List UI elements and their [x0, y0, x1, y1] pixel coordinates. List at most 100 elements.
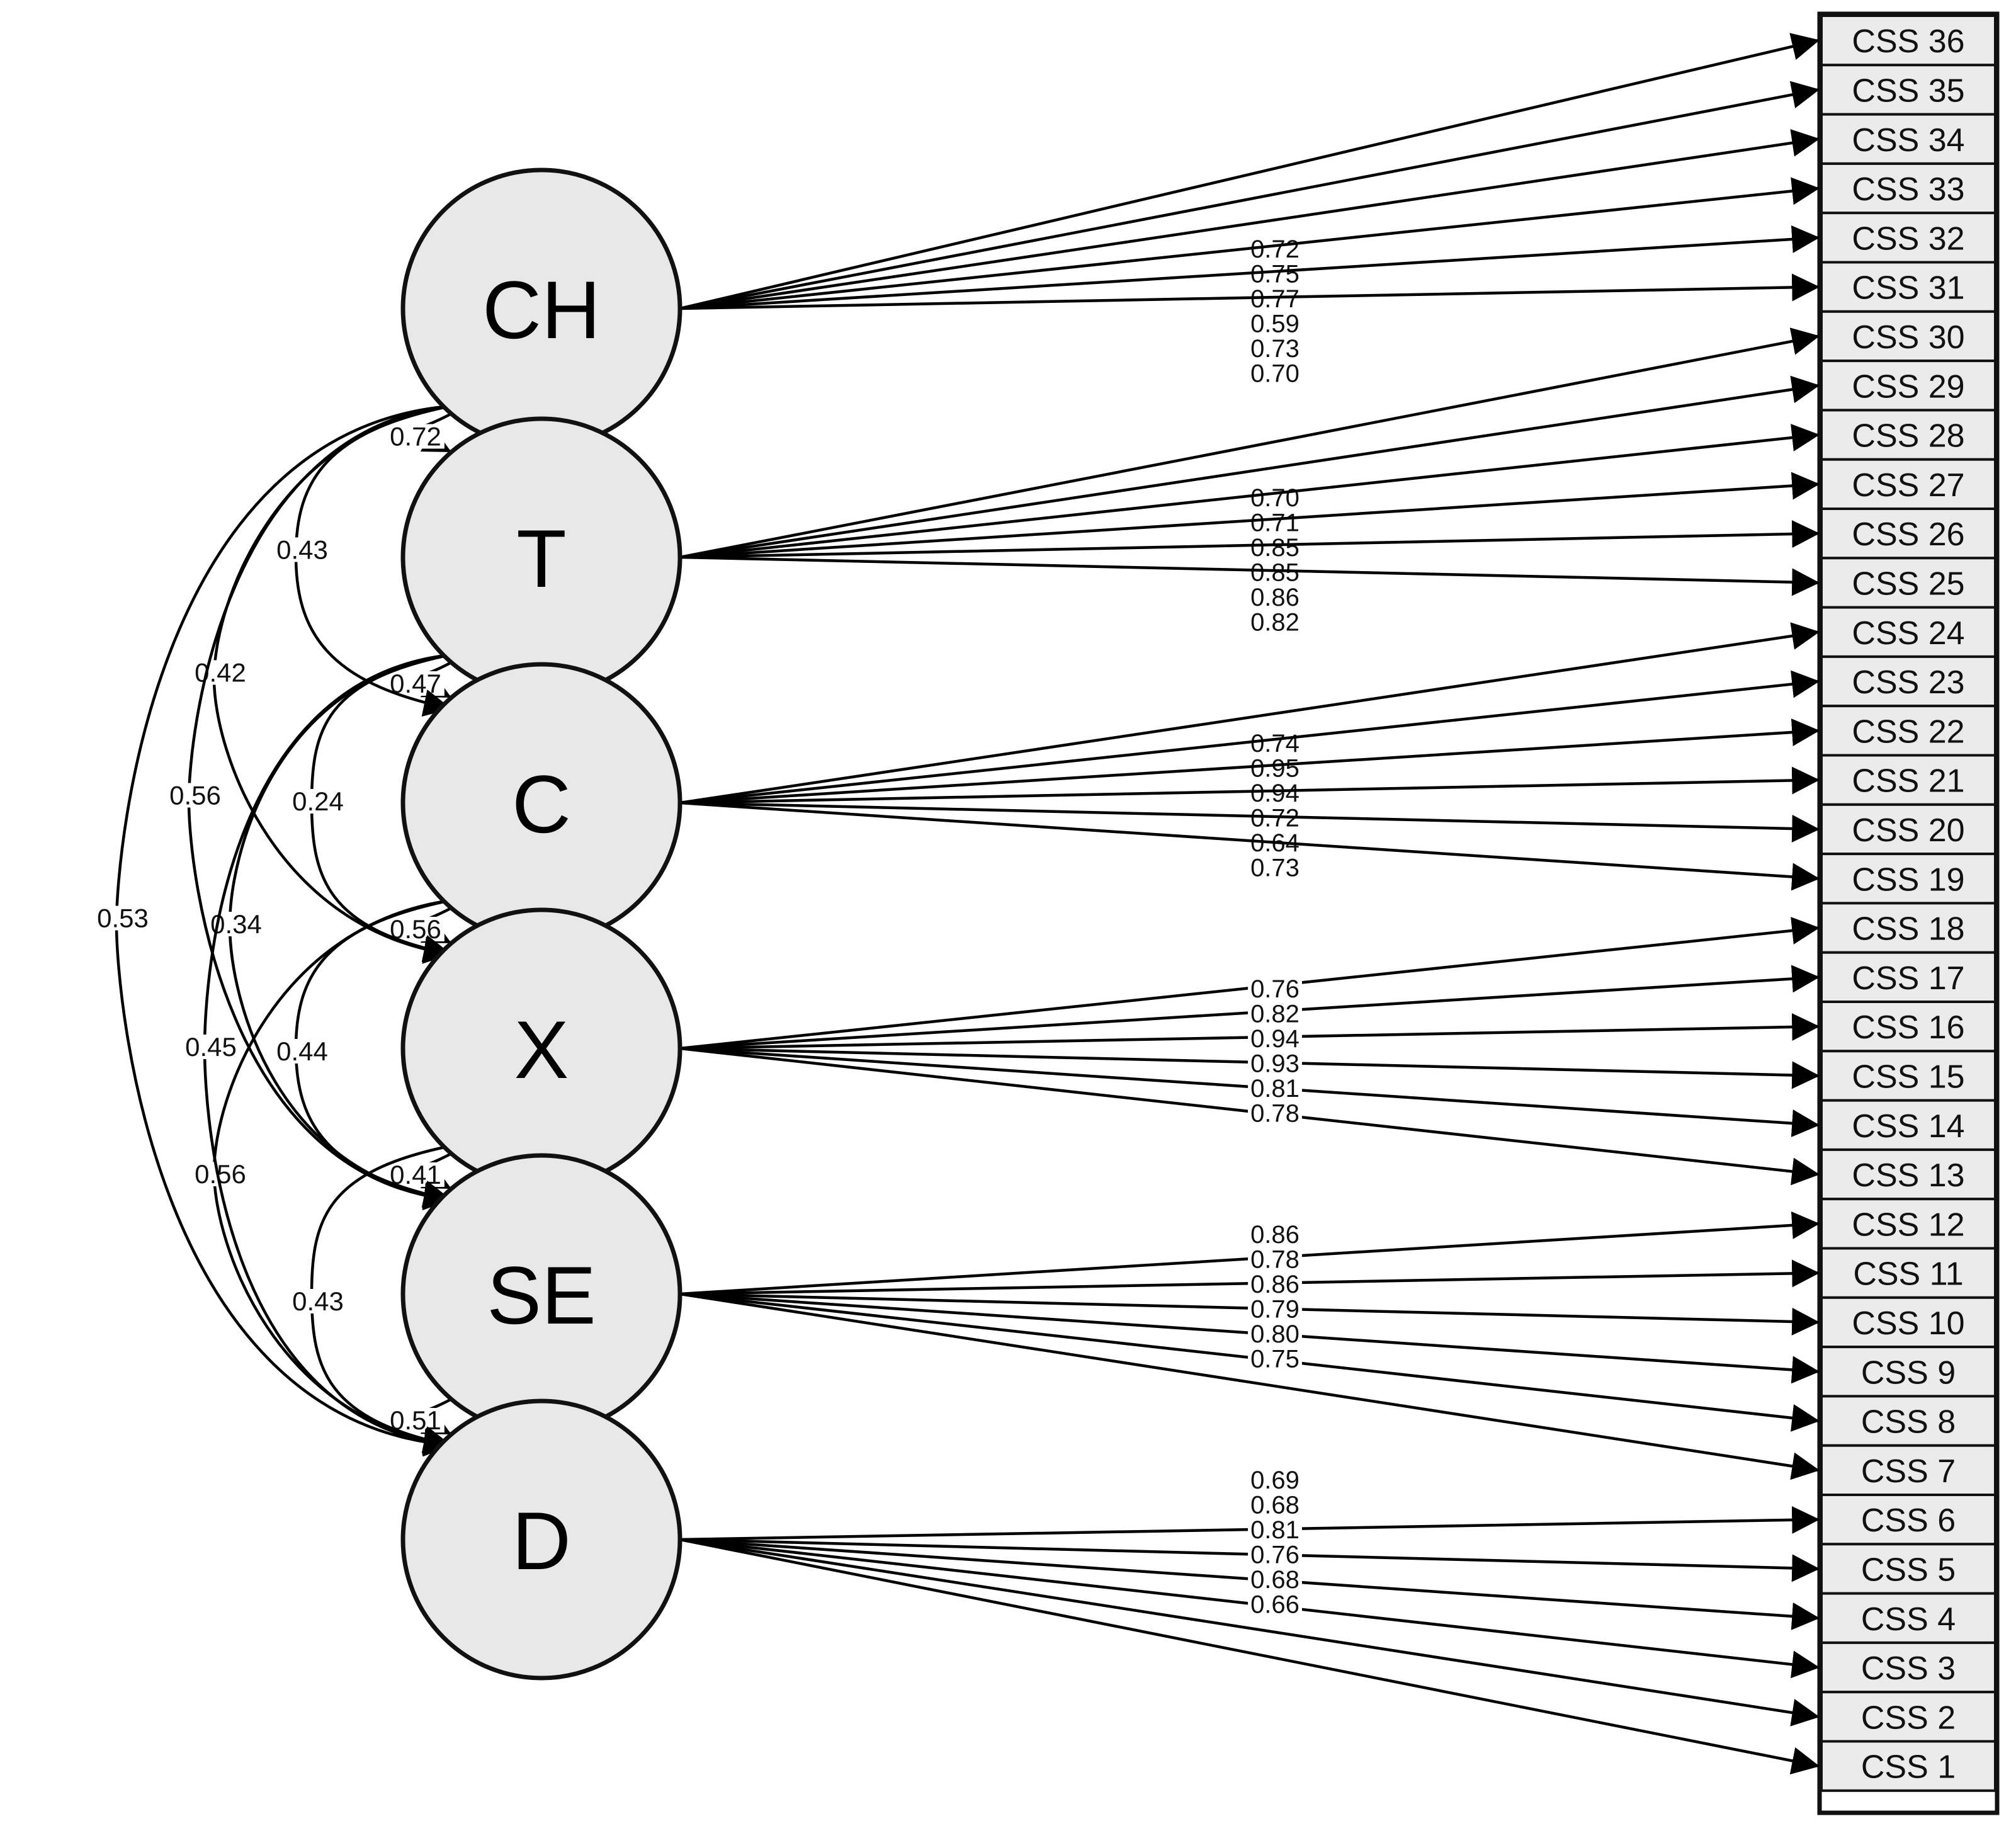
correlation-arcs: 0.720.470.560.410.510.430.240.440.430.42… — [94, 387, 480, 1457]
loading-ch-css-34: 0.77 — [679, 129, 1820, 313]
loading-d-css-2: 0.68 — [679, 1538, 1820, 1727]
factor-label: SE — [487, 1249, 596, 1341]
indicator-box — [1820, 1346, 1996, 1398]
indicator-css-23: CSS 23 — [1820, 655, 1996, 708]
loading-d-css-1: 0.66 — [679, 1538, 1820, 1775]
loading-x-css-16: 0.94 — [679, 1013, 1820, 1053]
indicator-css-4: CSS 4 — [1820, 1592, 1996, 1644]
indicator-label: CSS 16 — [1852, 1009, 1964, 1046]
indicator-css-8: CSS 8 — [1820, 1395, 1996, 1447]
loading-value: 0.94 — [1250, 780, 1300, 807]
indicator-box — [1820, 1001, 1996, 1053]
loading-se-css-7: 0.75 — [679, 1292, 1820, 1480]
indicator-label: CSS 35 — [1852, 72, 1964, 109]
indicator-box — [1820, 902, 1996, 954]
indicator-label: CSS 30 — [1852, 319, 1964, 356]
indicator-label: CSS 34 — [1852, 122, 1964, 159]
indicator-label: CSS 36 — [1852, 23, 1964, 60]
correlation-ch-se: 0.56 — [166, 389, 479, 1211]
indicator-css-29: CSS 29 — [1820, 360, 1996, 412]
loading-t-css-26: 0.86 — [679, 520, 1820, 611]
indicator-label: CSS 4 — [1861, 1601, 1956, 1638]
loading-arrow — [679, 555, 1820, 596]
loading-t-css-25: 0.82 — [679, 555, 1820, 637]
indicator-css-25: CSS 25 — [1820, 557, 1996, 609]
indicator-label: CSS 20 — [1852, 812, 1964, 849]
loading-value: 0.93 — [1250, 1050, 1300, 1078]
loading-arrow — [679, 670, 1820, 805]
loading-value: 0.94 — [1250, 1025, 1300, 1053]
loading-value: 0.86 — [1250, 1221, 1300, 1249]
correlation-value: 0.72 — [390, 422, 441, 451]
correlation-value: 0.42 — [195, 658, 246, 688]
loading-value: 0.68 — [1250, 1492, 1300, 1519]
loading-x-css-15: 0.93 — [679, 1047, 1820, 1089]
loading-arrow — [679, 327, 1820, 559]
loading-ch-css-35: 0.75 — [679, 81, 1820, 310]
loading-value: 0.86 — [1250, 1271, 1300, 1298]
loading-value: 0.72 — [1250, 235, 1300, 263]
indicator-label: CSS 27 — [1852, 467, 1964, 504]
factor-ch: CH — [400, 167, 682, 450]
loading-ch-css-33: 0.59 — [679, 177, 1820, 338]
indicator-label: CSS 21 — [1852, 763, 1964, 800]
loading-value: 0.59 — [1250, 310, 1300, 338]
loading-arrow — [679, 177, 1820, 310]
loading-value: 0.73 — [1250, 335, 1300, 363]
indicator-css-22: CSS 22 — [1820, 705, 1996, 757]
indicator-label: CSS 10 — [1852, 1305, 1964, 1342]
loading-arrow — [679, 766, 1820, 805]
loading-c-css-22: 0.94 — [679, 718, 1820, 807]
loading-value: 0.73 — [1250, 854, 1300, 882]
indicator-css-15: CSS 15 — [1820, 1050, 1996, 1102]
indicator-label: CSS 23 — [1852, 664, 1964, 701]
indicator-label: CSS 22 — [1852, 713, 1964, 750]
loading-arrow — [679, 33, 1820, 310]
loading-arrow — [679, 622, 1820, 805]
indicator-label: CSS 25 — [1852, 565, 1964, 602]
loading-ch-css-31: 0.70 — [679, 273, 1820, 388]
indicator-label: CSS 24 — [1852, 615, 1964, 652]
indicator-css-26: CSS 26 — [1820, 508, 1996, 560]
indicator-css-7: CSS 7 — [1820, 1444, 1996, 1496]
loading-arrow — [679, 375, 1820, 559]
loading-value: 0.77 — [1250, 285, 1300, 313]
correlation-value: 0.24 — [292, 786, 344, 816]
loading-value: 0.68 — [1250, 1566, 1300, 1594]
correlation-value: 0.56 — [169, 781, 221, 810]
indicator-css-19: CSS 19 — [1820, 853, 1996, 905]
factor-label: CH — [482, 264, 601, 356]
indicator-box — [1820, 951, 1996, 1003]
indicator-label: CSS 33 — [1852, 171, 1964, 208]
indicator-css-2: CSS 2 — [1820, 1691, 1996, 1743]
indicator-box — [1820, 1494, 1996, 1546]
loading-value: 0.85 — [1250, 534, 1300, 562]
loading-value: 0.69 — [1250, 1466, 1300, 1494]
indicator-label: CSS 18 — [1852, 911, 1964, 948]
loading-value: 0.95 — [1250, 755, 1300, 783]
indicator-css-31: CSS 31 — [1820, 261, 1996, 313]
loading-x-css-17: 0.82 — [679, 965, 1820, 1050]
correlation-value: 0.43 — [276, 535, 328, 565]
indicator-css-6: CSS 6 — [1820, 1494, 1996, 1546]
indicator-box — [1820, 1099, 1996, 1151]
indicator-label: CSS 26 — [1852, 516, 1964, 553]
indicator-css-12: CSS 12 — [1820, 1198, 1996, 1250]
factor-label: D — [512, 1495, 571, 1587]
loading-value: 0.70 — [1250, 484, 1300, 512]
loading-arrow — [679, 1538, 1820, 1775]
loading-value: 0.80 — [1250, 1320, 1300, 1348]
loading-value: 0.86 — [1250, 584, 1300, 611]
indicator-label: CSS 12 — [1852, 1206, 1964, 1243]
indicator-box — [1820, 853, 1996, 905]
indicator-css-5: CSS 5 — [1820, 1543, 1996, 1595]
loading-value: 0.74 — [1250, 730, 1300, 757]
indicator-box — [1820, 360, 1996, 412]
indicator-label: CSS 19 — [1852, 861, 1964, 898]
loading-x-css-14: 0.81 — [679, 1047, 1820, 1137]
correlation-value: 0.53 — [97, 904, 149, 933]
indicator-css-18: CSS 18 — [1820, 902, 1996, 954]
indicator-css-34: CSS 34 — [1820, 113, 1996, 165]
loading-arrow — [679, 520, 1820, 559]
